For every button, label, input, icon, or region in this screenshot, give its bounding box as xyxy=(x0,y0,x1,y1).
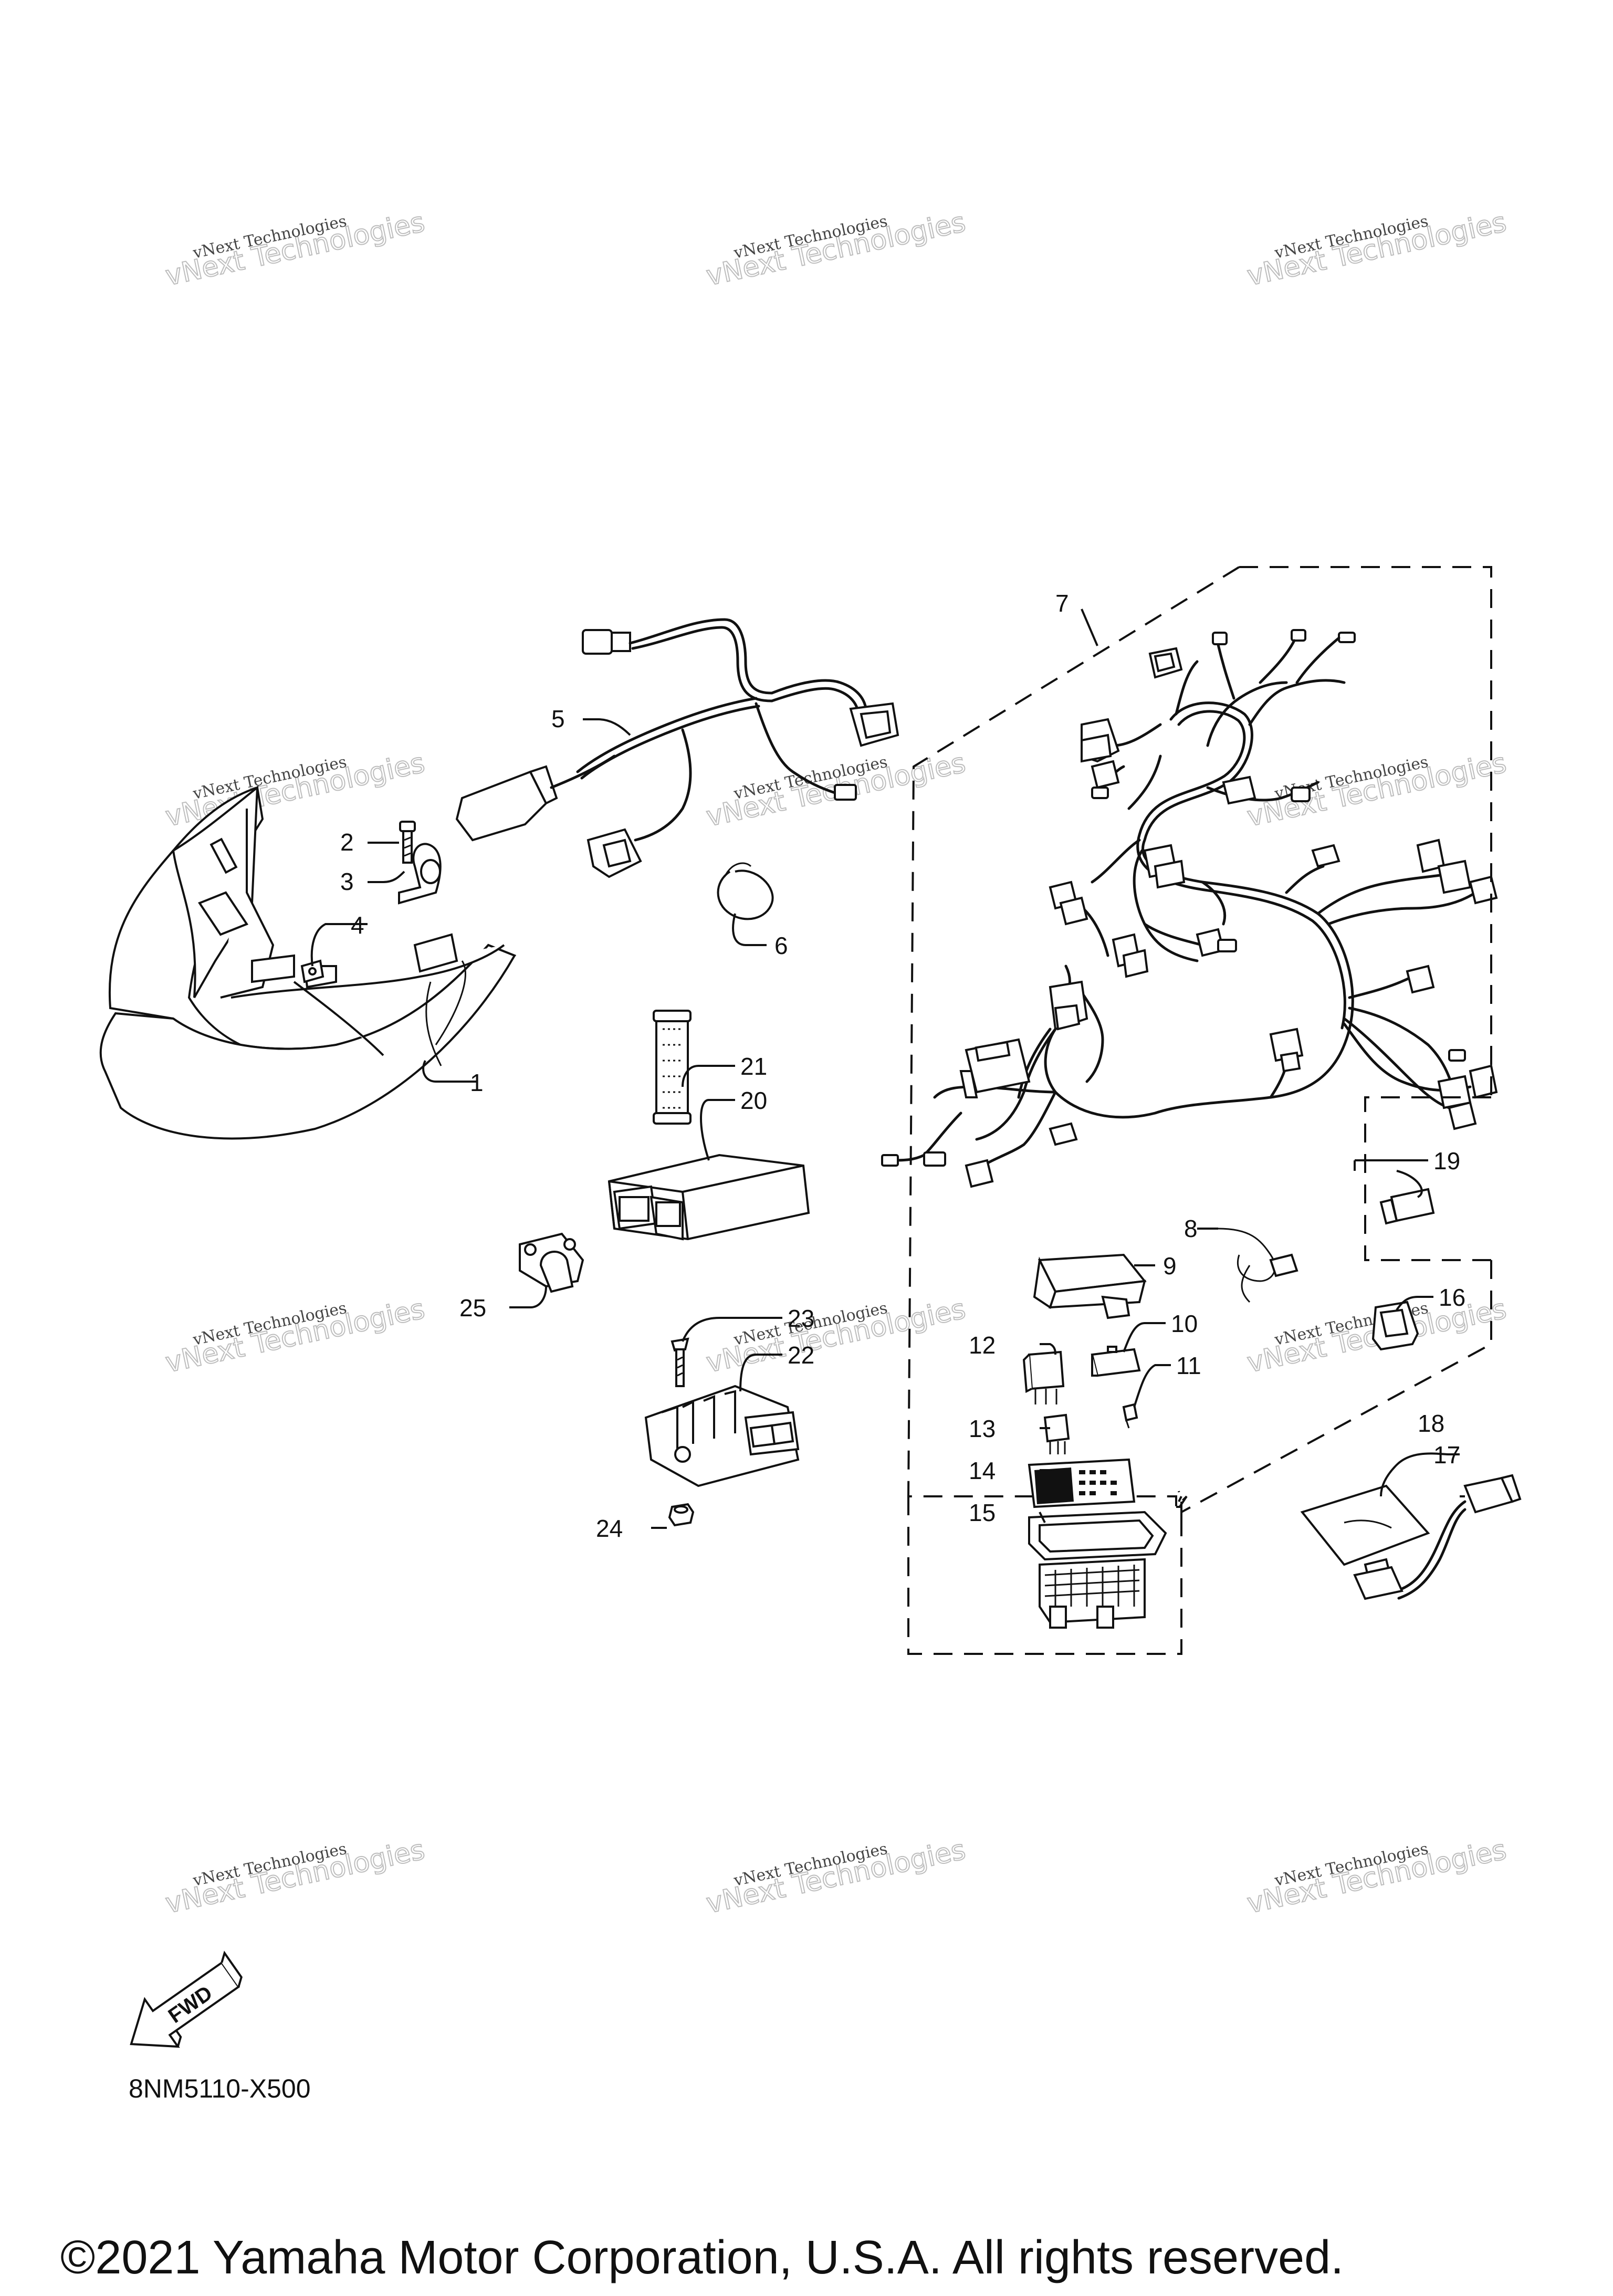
callout-6: 6 xyxy=(774,932,788,959)
watermark: vNext Technologies vNext Technologies xyxy=(162,1293,428,1379)
watermark: vNext Technologies vNext Technologies xyxy=(1244,747,1510,833)
sensor-25 xyxy=(519,1232,584,1293)
callout-16: 16 xyxy=(1439,1284,1465,1311)
seal-15 xyxy=(1028,1511,1167,1561)
headlight-assembly xyxy=(99,785,517,1140)
callout-13: 13 xyxy=(969,1415,996,1442)
watermark: vNext Technologies vNext Technologies xyxy=(703,1833,969,1920)
watermark: vNext Technologies vNext Technologies xyxy=(1244,1833,1510,1920)
watermark: vNext Technologies vNext Technologies xyxy=(703,206,969,292)
nut-24 xyxy=(668,1503,695,1527)
part-code: 8NM5110-X500 xyxy=(129,2074,311,2103)
copyright-notice: ©2021 Yamaha Motor Corporation, U.S.A. A… xyxy=(60,2231,1344,2284)
label-sheet-14 xyxy=(1028,1458,1136,1508)
lead-17 xyxy=(1353,1474,1522,1600)
callout-8: 8 xyxy=(1184,1215,1198,1242)
callout-5: 5 xyxy=(551,705,565,732)
fuse-box-base xyxy=(1039,1558,1146,1629)
callout-1: 1 xyxy=(470,1069,484,1096)
watermark: vNext Technologies vNext Technologies xyxy=(703,1293,969,1379)
relay-10 xyxy=(1091,1346,1141,1377)
watermark: vNext Technologies vNext Technologies xyxy=(162,206,428,292)
callout-11: 11 xyxy=(1176,1352,1201,1379)
callout-17: 17 xyxy=(1433,1441,1460,1469)
callout-7: 7 xyxy=(1055,590,1069,617)
ecu-20 xyxy=(608,1154,810,1241)
clamp-3 xyxy=(398,843,442,905)
strap-21 xyxy=(653,1010,692,1125)
screw-23 xyxy=(671,1337,689,1387)
lead-wire-8 xyxy=(1218,1228,1298,1303)
fwd-arrow: FWD xyxy=(130,1951,243,2048)
callout-20: 20 xyxy=(740,1087,767,1114)
connector-16 xyxy=(1371,1301,1419,1351)
watermark: vNext Technologies vNext Technologies xyxy=(1244,206,1510,292)
bracket-4 xyxy=(300,959,324,983)
relay-13 xyxy=(1043,1413,1070,1454)
callout-25: 25 xyxy=(459,1294,486,1322)
connector-19 xyxy=(1379,1188,1435,1225)
wire-harness-5 xyxy=(455,618,899,878)
fuse-11 xyxy=(1122,1403,1138,1429)
wire-harness-7 xyxy=(881,629,1498,1188)
callout-9: 9 xyxy=(1163,1252,1177,1280)
callout-12: 12 xyxy=(969,1332,996,1359)
relay-12 xyxy=(1022,1350,1065,1404)
callout-14: 14 xyxy=(969,1457,996,1484)
fwd-arrow-icon xyxy=(130,1961,240,2048)
callout-4: 4 xyxy=(351,911,364,939)
callout-2: 2 xyxy=(340,829,354,856)
callout-24: 24 xyxy=(596,1515,623,1542)
callout-15: 15 xyxy=(969,1499,996,1526)
callout-21: 21 xyxy=(740,1053,767,1080)
harness-group-outline xyxy=(907,566,1492,1655)
clip-ring-6 xyxy=(717,862,774,920)
callout-3: 3 xyxy=(340,868,354,895)
callout-18: 18 xyxy=(1418,1410,1444,1437)
callout-numbers: 1 2 3 4 5 6 7 8 9 10 11 12 13 14 15 16 1… xyxy=(340,590,1465,1542)
leader-lines xyxy=(310,609,1465,1529)
watermark: vNext Technologies vNext Technologies xyxy=(162,1833,428,1920)
fuse-box-cover-9 xyxy=(1033,1253,1147,1319)
callout-23: 23 xyxy=(788,1305,814,1332)
sheet-18 xyxy=(1300,1484,1430,1566)
watermark: vNext Technologies vNext Technologies xyxy=(162,747,428,833)
regulator-22 xyxy=(644,1385,800,1487)
callout-22: 22 xyxy=(788,1341,814,1369)
callout-10: 10 xyxy=(1171,1310,1198,1337)
bolt-2 xyxy=(399,821,416,864)
callout-19: 19 xyxy=(1433,1147,1460,1175)
